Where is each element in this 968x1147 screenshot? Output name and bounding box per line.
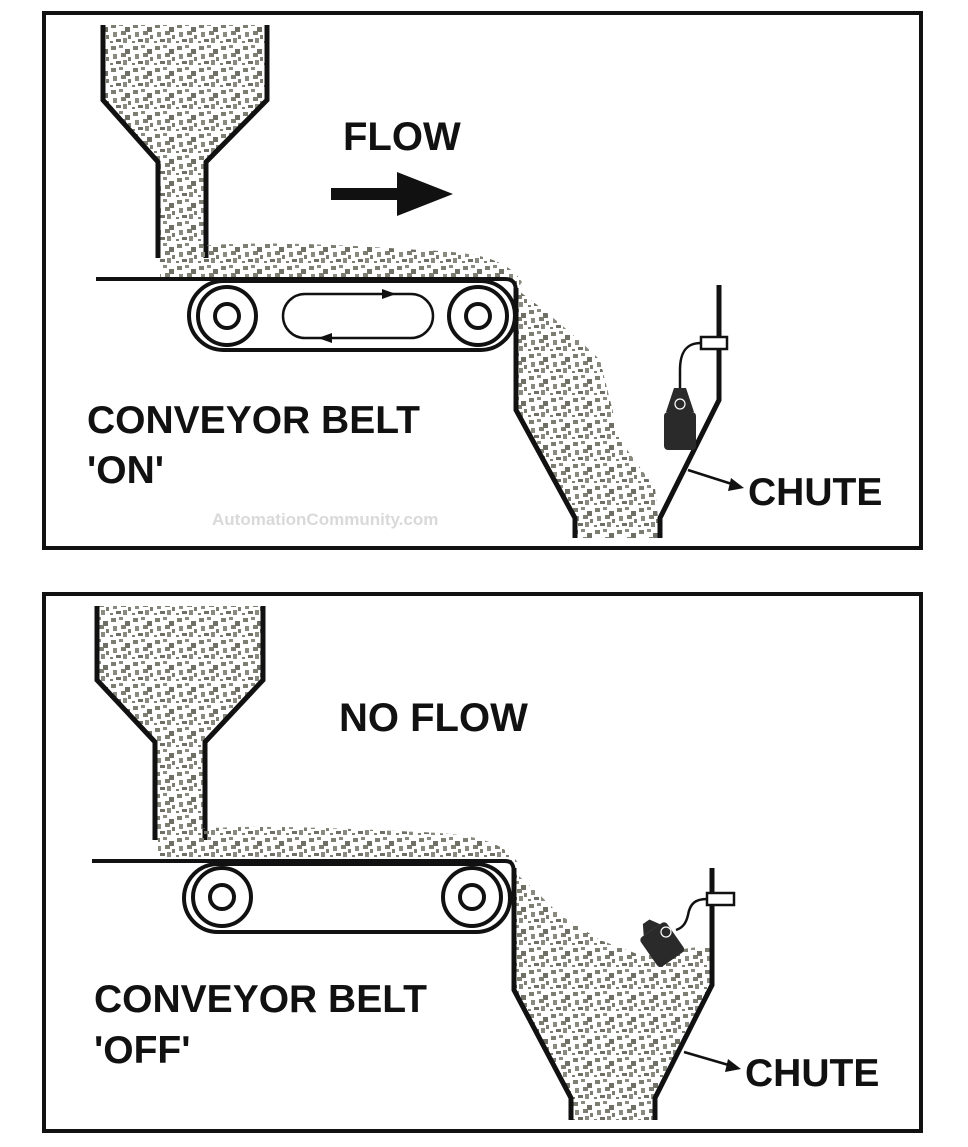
tilt-switch — [664, 335, 729, 450]
chute-label: CHUTE — [745, 1052, 879, 1095]
belt-label-line1: CONVEYOR BELT — [94, 978, 427, 1021]
chute-material — [516, 292, 660, 538]
conveyor-belt — [92, 859, 516, 934]
hopper-material — [97, 606, 263, 840]
chute — [511, 868, 715, 1120]
belt-material — [160, 243, 522, 285]
panel-frame — [42, 11, 923, 550]
hopper-material — [103, 25, 267, 258]
conveyor-belt — [96, 277, 518, 352]
tilt-switch-body-icon — [640, 922, 685, 968]
belt-material — [158, 826, 520, 866]
switch-cable — [675, 897, 708, 932]
chute-pointer-arrow-icon — [728, 478, 744, 491]
switch-bracket — [699, 335, 729, 351]
chute-material — [514, 872, 712, 1120]
tilt-switch-body-icon — [664, 412, 696, 450]
chute-pointer-line — [683, 1050, 733, 1068]
pulley-right-hub — [464, 302, 492, 330]
pulley-left-hub — [208, 883, 236, 911]
flow-arrow-icon — [331, 172, 453, 216]
panel-frame — [42, 592, 923, 1133]
hopper-right-wall — [203, 25, 270, 258]
belt-motion-arrow-left-icon — [318, 333, 332, 343]
chute-left-wall — [511, 868, 574, 1120]
no-flow-status-label: NO FLOW — [339, 696, 528, 740]
belt-loop — [182, 862, 512, 934]
switch-neck — [666, 388, 694, 412]
belt-label-line2: 'OFF' — [94, 1029, 191, 1072]
panel-flow: FLOW CONVEYOR BELT 'ON' CHUTE Automation… — [42, 11, 923, 550]
hopper — [94, 606, 266, 840]
tilt-switch — [640, 891, 736, 968]
panel-no-flow: NO FLOW CONVEYOR BELT 'OFF' CHUTE — [42, 592, 923, 1133]
switch-bracket — [705, 891, 736, 907]
belt-motion-arrow-right-icon — [382, 289, 396, 299]
chute-label: CHUTE — [748, 471, 882, 514]
chute-left-wall — [513, 288, 578, 538]
switch-neck — [642, 919, 661, 936]
hopper-left-wall — [100, 25, 161, 258]
belt-label-line2: 'ON' — [87, 449, 164, 492]
switch-logo-icon — [660, 926, 672, 938]
belt-motion-loop — [281, 292, 435, 340]
switch-logo-icon — [674, 398, 686, 410]
flow-status-label: FLOW — [343, 115, 461, 159]
hopper-right-wall — [202, 606, 266, 840]
hopper — [100, 25, 270, 258]
chute-right-wall — [652, 868, 715, 1120]
chute-pointer-arrow-icon — [725, 1059, 741, 1072]
switch-cable — [678, 341, 702, 388]
pulley-left-hub — [213, 302, 241, 330]
belt-label-line1: CONVEYOR BELT — [87, 399, 420, 442]
pulley-right-hub — [458, 883, 486, 911]
watermark: AutomationCommunity.com — [212, 510, 438, 529]
hopper-left-wall — [94, 606, 158, 840]
chute-pointer-line — [687, 468, 736, 487]
